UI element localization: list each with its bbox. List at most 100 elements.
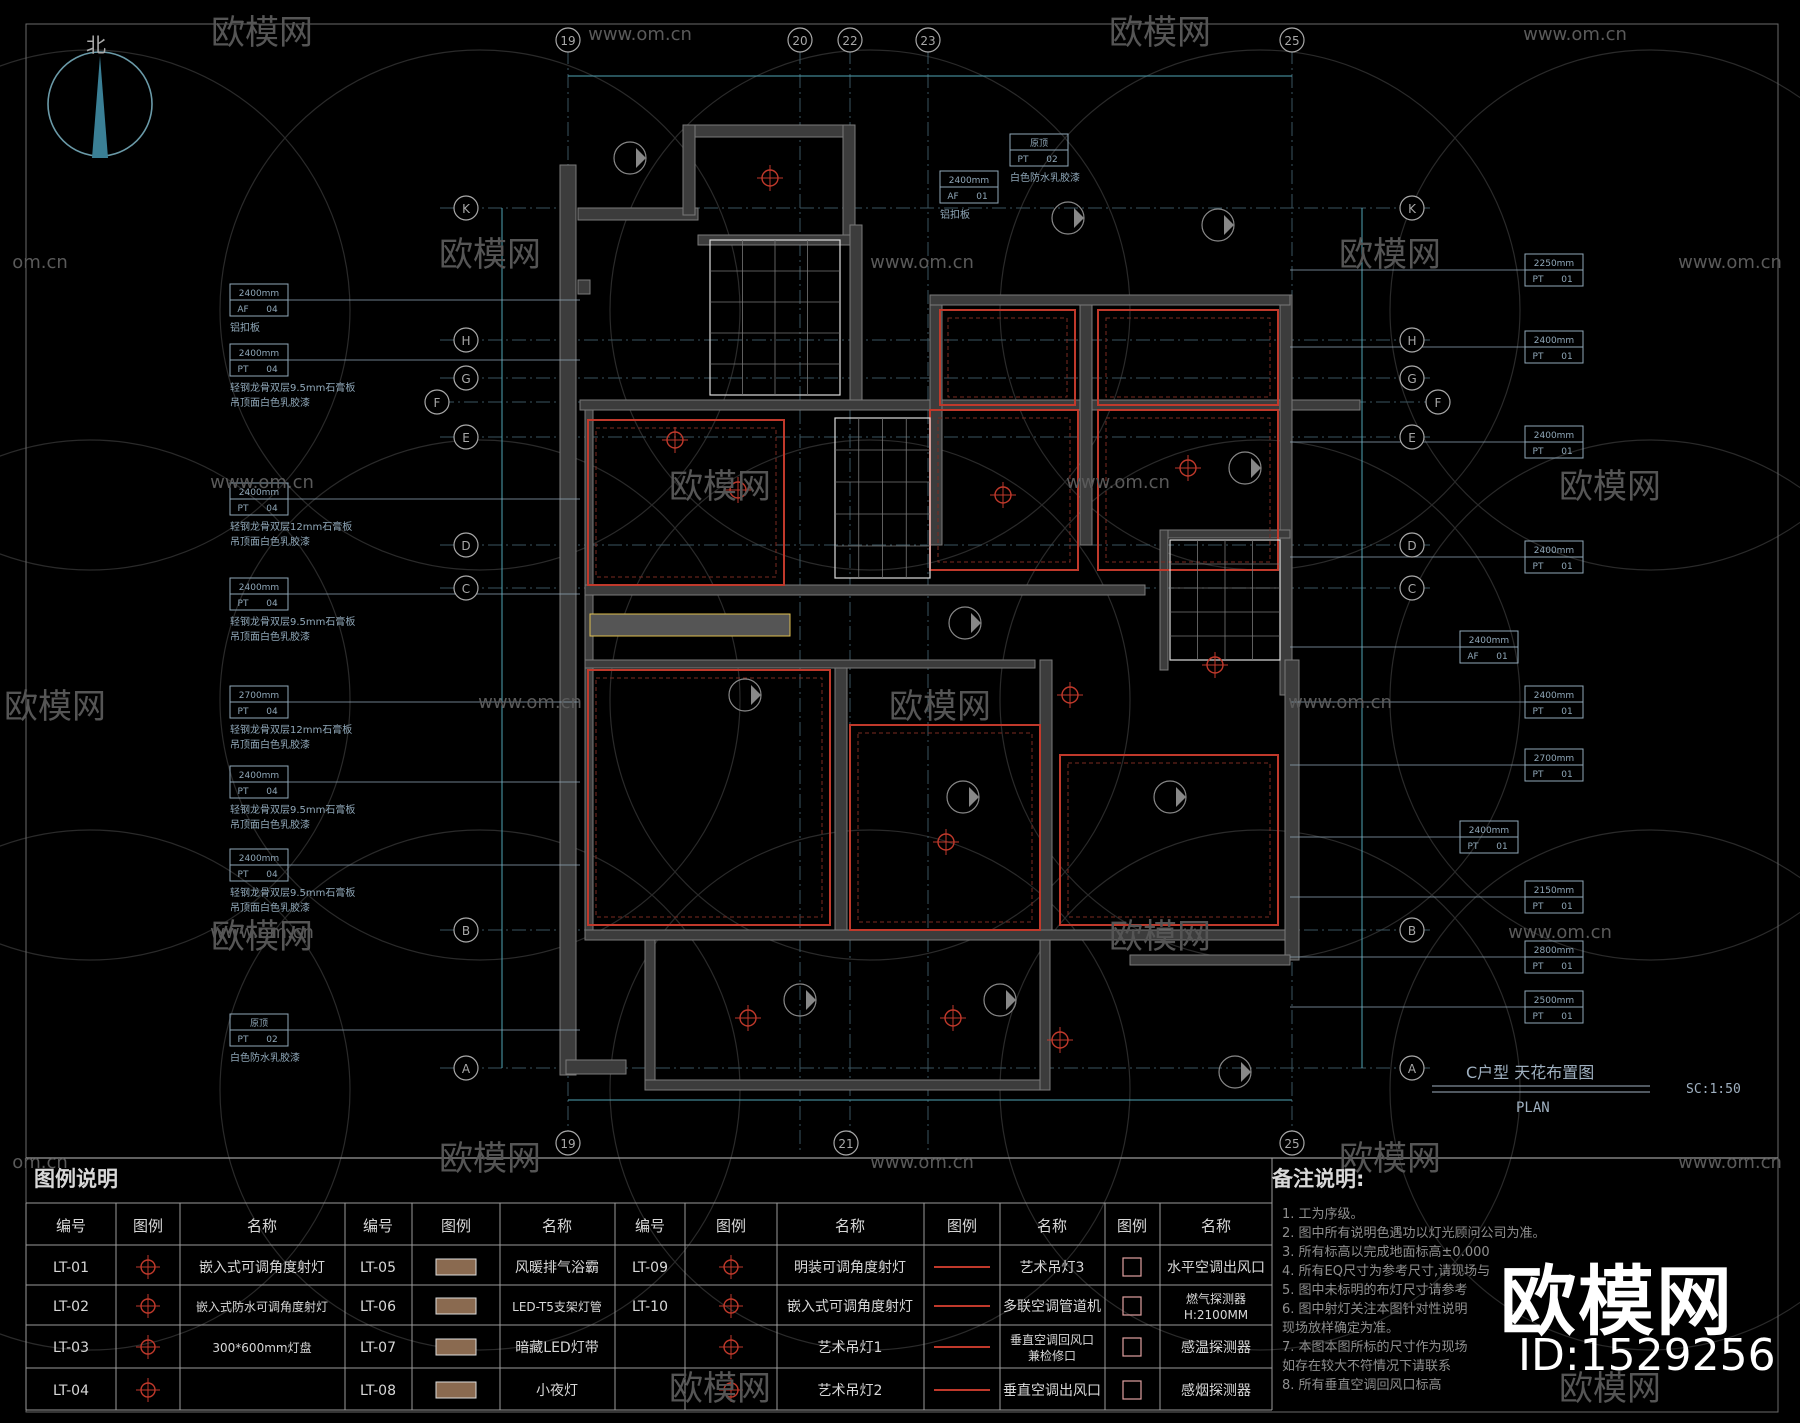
legend-name: 感温探测器 <box>1181 1339 1251 1356</box>
legend-symbol <box>1122 1257 1142 1277</box>
wall <box>584 659 1036 669</box>
legend-symbol <box>136 1255 160 1279</box>
marker-arrow <box>969 787 979 807</box>
legend-header: 名称 <box>542 1217 572 1235</box>
legend-code: LT-09 <box>632 1260 668 1276</box>
legend-name: H:2100MM <box>1184 1308 1248 1322</box>
tag-code: PT <box>1533 275 1544 285</box>
axis-bubble <box>555 27 581 53</box>
watermark-brand: 欧模网 <box>1339 235 1441 275</box>
tag-desc: 吊顶面白色乳胶漆 <box>230 396 310 409</box>
section-marker <box>1051 201 1085 235</box>
tag-code: PT <box>1533 447 1544 457</box>
tag-num: 01 <box>976 192 987 202</box>
section-marker <box>948 606 982 640</box>
axis-label: B <box>1408 924 1416 938</box>
marker-arrow <box>806 990 816 1010</box>
axis-label: D <box>461 539 470 553</box>
watermark-site: www.om.cn <box>210 472 314 493</box>
tag-height: 2150mm <box>1534 886 1574 896</box>
legend-name: 艺术吊灯1 <box>818 1340 883 1356</box>
tag-code: PT <box>1533 1012 1544 1022</box>
legend-symbol <box>435 1381 477 1399</box>
tag-num: 04 <box>266 504 278 514</box>
marker-arrow <box>971 613 981 633</box>
axis-bubble <box>833 1130 859 1156</box>
wall <box>1279 294 1293 696</box>
axis-bubble <box>837 27 863 53</box>
axis-bubble <box>1399 424 1425 450</box>
marker-arrow <box>1241 1062 1251 1082</box>
section-marker <box>946 780 980 814</box>
tag-code: PT <box>238 787 249 797</box>
legend-code: LT-02 <box>53 1299 89 1315</box>
legend-header: 名称 <box>247 1217 277 1235</box>
legend-code: LT-07 <box>360 1340 396 1356</box>
legend-symbol <box>136 1335 160 1359</box>
axis-label: E <box>1408 431 1416 445</box>
ceiling-light <box>940 1005 966 1031</box>
symbol-box <box>1122 1257 1142 1277</box>
watermark-circle <box>1389 49 1800 571</box>
tag-height: 2700mm <box>1534 754 1574 764</box>
tag-desc: 白色防水乳胶漆 <box>1010 171 1080 184</box>
wall <box>584 584 1146 596</box>
tag-height: 2400mm <box>1534 336 1574 346</box>
tag-box <box>1524 956 1584 974</box>
axis-bubble <box>1399 327 1425 353</box>
wall <box>1159 529 1169 671</box>
tag-code: PT <box>1533 562 1544 572</box>
axis-bubble <box>453 1055 479 1081</box>
legend-symbol <box>435 1338 477 1356</box>
wall <box>1039 659 1053 931</box>
section-marker <box>1228 451 1262 485</box>
tag-num: 04 <box>266 365 278 375</box>
tag-num: 01 <box>1561 447 1572 457</box>
legend-header: 图例 <box>947 1217 977 1235</box>
tag-code: PT <box>1533 352 1544 362</box>
tag-height: 2400mm <box>239 771 279 781</box>
floor-plan <box>559 124 1361 1091</box>
tag-height: 2400mm <box>1534 691 1574 701</box>
watermark-site: www.om.cn <box>588 24 692 45</box>
watermark-brand: 欧模网 <box>211 917 313 957</box>
brand-badge-id: ID:1529256 <box>1518 1330 1776 1381</box>
tag-box <box>229 1029 289 1047</box>
watermark-brand: 欧模网 <box>1559 467 1661 507</box>
wall <box>644 939 656 1091</box>
axis-label: H <box>1407 334 1416 348</box>
axis-label: 21 <box>838 1137 853 1151</box>
wall <box>842 124 856 236</box>
section-marker <box>1218 1055 1252 1089</box>
tag-height: 2500mm <box>1534 996 1574 1006</box>
tag-box <box>939 186 999 204</box>
axis-label: C <box>462 582 470 596</box>
legend-symbol <box>136 1294 160 1318</box>
watermark-site: www.om.cn <box>1066 472 1170 493</box>
note-item: 2. 图中所有说明色遇功以灯光顾问公司为准。 <box>1282 1225 1546 1241</box>
axis-bubble <box>1399 195 1425 221</box>
watermark-brand: 欧模网 <box>4 687 106 727</box>
ceiling-light <box>1047 1027 1073 1053</box>
wall <box>577 207 699 221</box>
axis-label: G <box>461 372 470 386</box>
notes-title: 备注说明: <box>1272 1167 1365 1191</box>
tag-desc: 轻钢龙骨双层9.5mm石膏板 <box>230 381 355 394</box>
tag-num: 01 <box>1496 652 1507 662</box>
section-marker <box>983 983 1017 1017</box>
wall <box>577 279 591 295</box>
section-marker <box>728 678 762 712</box>
tile-zone <box>1169 539 1281 661</box>
wall <box>559 164 577 1076</box>
symbol-box <box>1122 1380 1142 1400</box>
watermark-site: www.om.cn <box>478 692 582 713</box>
legend-name: 兼检修口 <box>1028 1348 1076 1363</box>
tag-num: 01 <box>1561 962 1572 972</box>
tag-code: PT <box>238 365 249 375</box>
tag-box <box>229 593 289 611</box>
